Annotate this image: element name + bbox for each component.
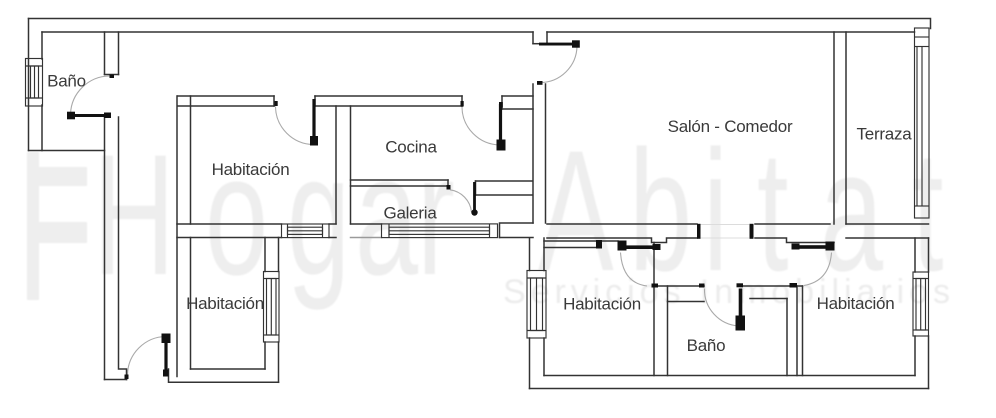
svg-text:Salón - Comedor: Salón - Comedor (668, 117, 793, 136)
svg-text:Baño: Baño (687, 336, 726, 355)
svg-text:a: a (355, 118, 419, 310)
svg-text:t: t (757, 114, 789, 306)
svg-text:g: g (287, 118, 350, 310)
svg-text:Cocina: Cocina (385, 138, 437, 157)
svg-text:Terraza: Terraza (857, 125, 913, 144)
svg-text:A: A (538, 114, 614, 306)
svg-text:i: i (703, 114, 728, 306)
svg-text:Habitación: Habitación (186, 294, 264, 313)
svg-text:Galeria: Galeria (383, 204, 437, 223)
svg-text:r: r (417, 118, 455, 310)
svg-text:Habitación: Habitación (817, 294, 895, 313)
svg-text:Habitación: Habitación (212, 160, 290, 179)
svg-text:Habitación: Habitación (563, 295, 641, 314)
svg-text:b: b (629, 114, 692, 306)
svg-text:o: o (205, 118, 268, 310)
svg-text:H: H (93, 118, 175, 310)
svg-text:a: a (820, 114, 884, 306)
svg-text:Baño: Baño (47, 72, 86, 91)
